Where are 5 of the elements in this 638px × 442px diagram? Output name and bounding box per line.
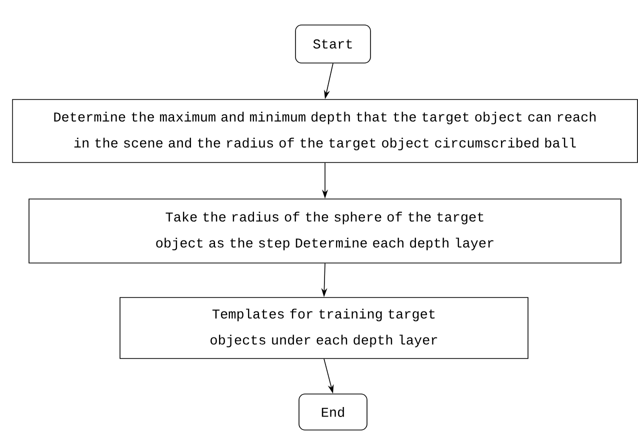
terminal-box: Start	[295, 24, 371, 64]
process-box: Determine the maximum and minimum depth that the target object can reach in the scene and the radius of the target object circumscribed ball	[12, 99, 638, 163]
process-box: Take the radius of the sphere of the target object as the step Determine each depth layer	[28, 198, 622, 264]
process-box: Templates for training target objects under each depth layer	[120, 297, 528, 359]
terminal-box: End	[298, 394, 368, 430]
